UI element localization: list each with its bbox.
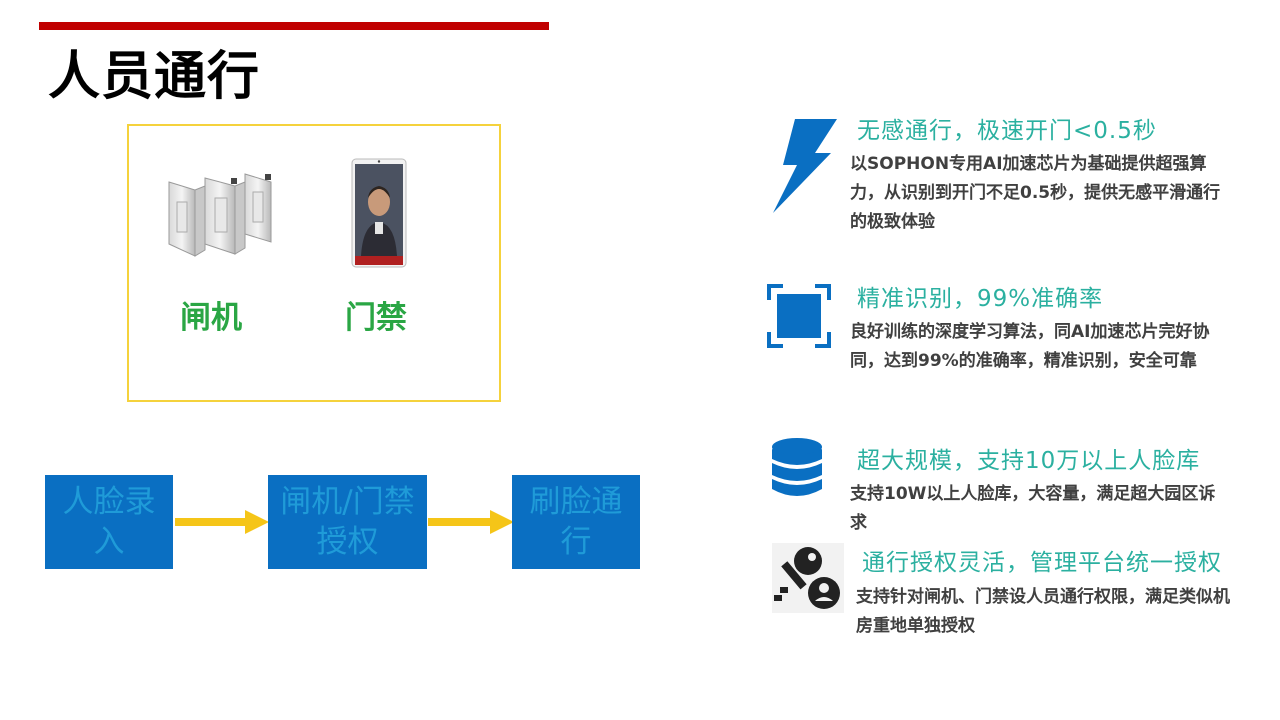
turnstile-gate-image xyxy=(168,173,272,257)
face-access-terminal-image xyxy=(351,158,407,268)
device-label-access-control: 门禁 xyxy=(345,300,407,336)
lightning-icon xyxy=(773,119,837,213)
feature-title: 精准识别，99%准确率 xyxy=(857,286,1104,312)
flow-step-authorize: 闸机/门禁授权 xyxy=(268,475,427,569)
feature-description: 以SOPHON专用AI加速芯片为基础提供超强算力，从识别到开门不足0.5秒，提供… xyxy=(850,154,1221,232)
feature-title: 超大规模，支持10万以上人脸库 xyxy=(857,448,1201,474)
device-label-gate: 闸机 xyxy=(180,300,242,336)
flow-step-face-pass: 刷脸通行 xyxy=(512,475,640,569)
device-panel: 闸机 门禁 xyxy=(127,124,501,402)
flow-step-label: 人脸录入 xyxy=(62,484,156,560)
flow-arrow-icon xyxy=(175,510,269,534)
feature-description: 支持10W以上人脸库，大容量，满足超大园区诉求 xyxy=(850,484,1216,533)
feature-title: 通行授权灵活，管理平台统一授权 xyxy=(862,550,1222,576)
flow-step-face-enroll: 人脸录入 xyxy=(45,475,173,569)
title-accent-bar xyxy=(39,22,549,30)
flow-step-label: 刷脸通行 xyxy=(529,484,623,560)
flow-arrow-icon xyxy=(428,510,514,534)
database-icon xyxy=(772,438,822,496)
flow-step-label: 闸机/门禁授权 xyxy=(280,484,415,560)
key-user-icon xyxy=(772,543,844,613)
page-title: 人员通行 xyxy=(48,47,261,107)
scan-frame-icon xyxy=(767,284,831,348)
feature-title: 无感通行，极速开门<0.5秒 xyxy=(857,118,1157,144)
feature-description: 良好训练的深度学习算法，同AI加速芯片完好协同，达到99%的准确率，精准识别，安… xyxy=(850,322,1210,371)
feature-description: 支持针对闸机、门禁设人员通行权限，满足类似机房重地单独授权 xyxy=(856,587,1230,636)
